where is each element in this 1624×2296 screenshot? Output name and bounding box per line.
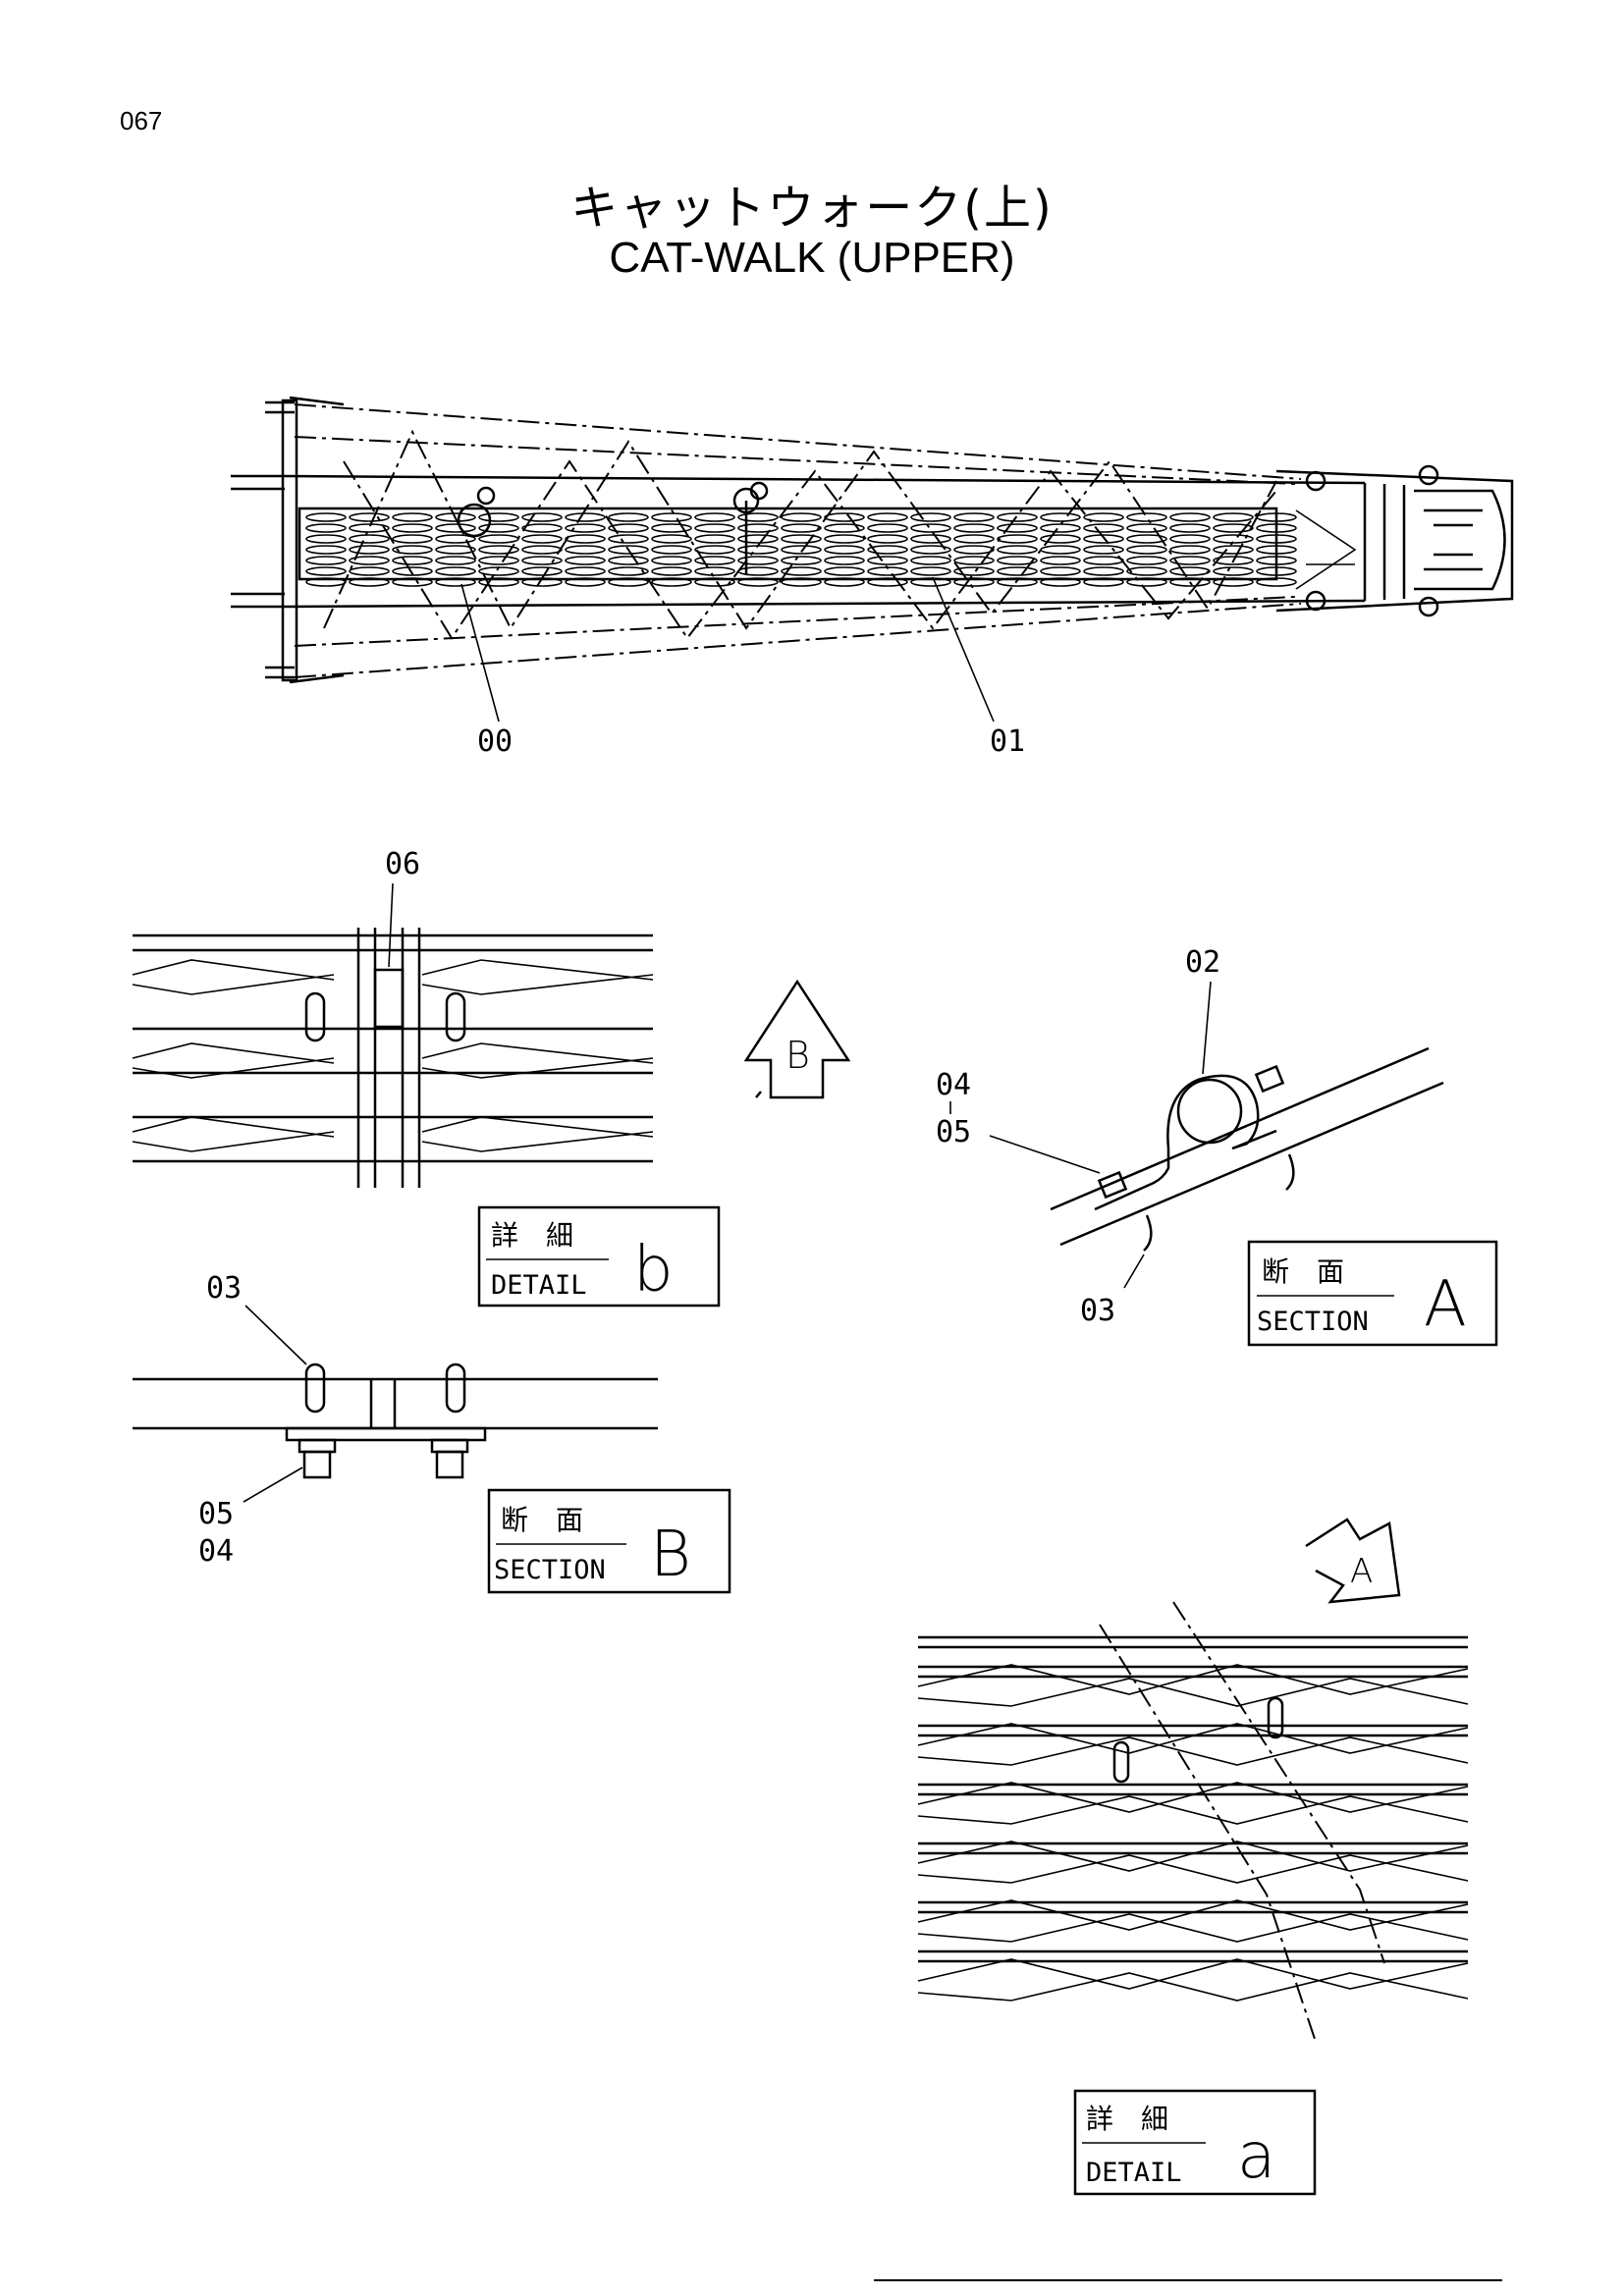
detail-a-letter: a (1237, 2120, 1275, 2193)
footer-rule (874, 2279, 1502, 2281)
detail-b-jp: 詳 細 (491, 1219, 573, 1252)
part-label-04a: 04 (936, 1068, 971, 1102)
page-number: 067 (120, 106, 163, 135)
detail-b-view: 06 (132, 847, 654, 1188)
part-label-05b: 05 (198, 1497, 234, 1531)
view-arrow-b: B (743, 979, 851, 1099)
view-arrow-a: A (1305, 1518, 1401, 1604)
detail-b-en: DETAIL (491, 1270, 587, 1301)
arrow-b-letter: B (785, 1034, 810, 1077)
section-b-letter: B (650, 1519, 691, 1591)
section-a-view: 02 04 05 03 (936, 945, 1444, 1328)
part-label-05a: 05 (936, 1115, 971, 1149)
detail-b-letter: b (633, 1234, 674, 1307)
section-a-en: SECTION (1257, 1307, 1369, 1337)
section-b-label-box: 断 面 SECTION B (487, 1488, 731, 1594)
section-b-jp: 断 面 (501, 1504, 583, 1536)
detail-b-label-box: 詳 細 DETAIL b (477, 1205, 721, 1308)
detail-a-label-box: 詳 細 DETAIL a (1073, 2089, 1317, 2196)
detail-a-grating (917, 1635, 1469, 2002)
part-label-01: 01 (990, 724, 1025, 759)
title-english: CAT-WALK (UPPER) (609, 234, 1015, 282)
detail-a-jp: 詳 細 (1086, 2103, 1168, 2135)
walkway-grating (305, 512, 1297, 587)
boom-assembly-view: 00 01 (231, 396, 1514, 759)
section-a-label-box: 断 面 SECTION A (1247, 1240, 1498, 1347)
title-japanese: キャットウォーク(上) (570, 181, 1054, 236)
part-label-03a: 03 (206, 1271, 242, 1306)
section-b-en: SECTION (494, 1555, 606, 1585)
section-a-jp: 断 面 (1262, 1255, 1344, 1288)
part-label-04b: 04 (198, 1534, 234, 1569)
part-label-02: 02 (1185, 945, 1220, 980)
part-label-06: 06 (385, 847, 420, 881)
arrow-a-letter: A (1350, 1552, 1373, 1591)
section-b-view: 03 05 04 (133, 1271, 658, 1569)
detail-a-en: DETAIL (1086, 2158, 1182, 2188)
part-label-03b: 03 (1080, 1294, 1115, 1328)
part-label-00: 00 (477, 724, 513, 759)
section-a-letter: A (1424, 1268, 1467, 1341)
detail-a-view (917, 1601, 1469, 2043)
